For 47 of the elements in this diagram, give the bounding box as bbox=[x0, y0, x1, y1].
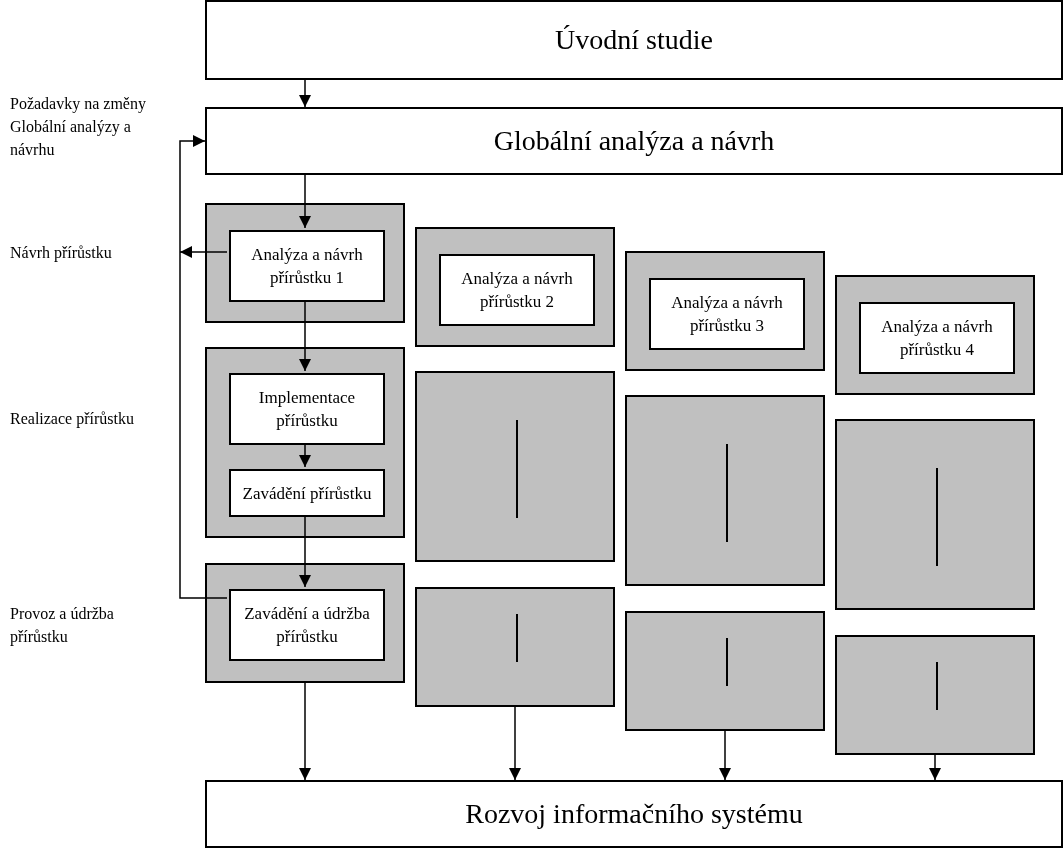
process-box bbox=[649, 278, 805, 350]
arrow bbox=[299, 682, 311, 781]
arrow bbox=[179, 246, 228, 258]
process-box bbox=[205, 0, 1063, 80]
process-box bbox=[859, 302, 1015, 374]
side-label: Požadavky na změny Globální analýzy a návrhu bbox=[10, 94, 147, 160]
arrow bbox=[179, 135, 228, 599]
side-label: Návrh přírůstku bbox=[10, 243, 113, 264]
arrow bbox=[719, 730, 731, 781]
shaded-panel bbox=[415, 587, 615, 707]
process-box bbox=[205, 780, 1063, 848]
box-text: Analýza a návrh přírůstku 3 bbox=[670, 292, 784, 337]
arrow bbox=[299, 299, 311, 372]
arrow bbox=[299, 79, 311, 108]
arrow bbox=[299, 174, 311, 229]
shaded-panel bbox=[835, 419, 1035, 610]
arrow bbox=[929, 754, 941, 781]
side-label: Provoz a údržba přírůstku bbox=[10, 604, 115, 648]
process-box bbox=[229, 373, 385, 445]
shaded-panel bbox=[415, 227, 615, 347]
box-text: Rozvoj informačního systému bbox=[465, 798, 803, 830]
shaded-panel bbox=[205, 563, 405, 683]
shaded-panel bbox=[205, 347, 405, 538]
box-text: Analýza a návrh přírůstku 2 bbox=[460, 268, 574, 313]
process-box bbox=[229, 230, 385, 302]
shaded-panel bbox=[835, 275, 1035, 395]
box-text: Zavádění přírůstku bbox=[242, 482, 372, 505]
shaded-panel bbox=[625, 251, 825, 371]
arrow bbox=[509, 706, 521, 781]
arrow bbox=[299, 442, 311, 468]
box-text: Implementace přírůstku bbox=[257, 387, 357, 432]
process-box bbox=[229, 589, 385, 661]
side-label: Realizace přírůstku bbox=[10, 409, 135, 430]
shaded-panel bbox=[625, 611, 825, 731]
box-text: Zavádění a údržba přírůstku bbox=[243, 603, 371, 648]
box-text: Analýza a návrh přírůstku 1 bbox=[250, 244, 364, 289]
arrow bbox=[299, 514, 311, 588]
shaded-panel bbox=[205, 203, 405, 323]
shaded-panel bbox=[415, 371, 615, 562]
process-box bbox=[439, 254, 595, 326]
shaded-panel bbox=[835, 635, 1035, 755]
box-text: Úvodní studie bbox=[555, 24, 713, 56]
box-text: Globální analýza a návrh bbox=[493, 125, 775, 157]
process-box bbox=[229, 469, 385, 517]
box-text: Analýza a návrh přírůstku 4 bbox=[880, 316, 994, 361]
shaded-panel bbox=[625, 395, 825, 586]
process-box bbox=[205, 107, 1063, 175]
